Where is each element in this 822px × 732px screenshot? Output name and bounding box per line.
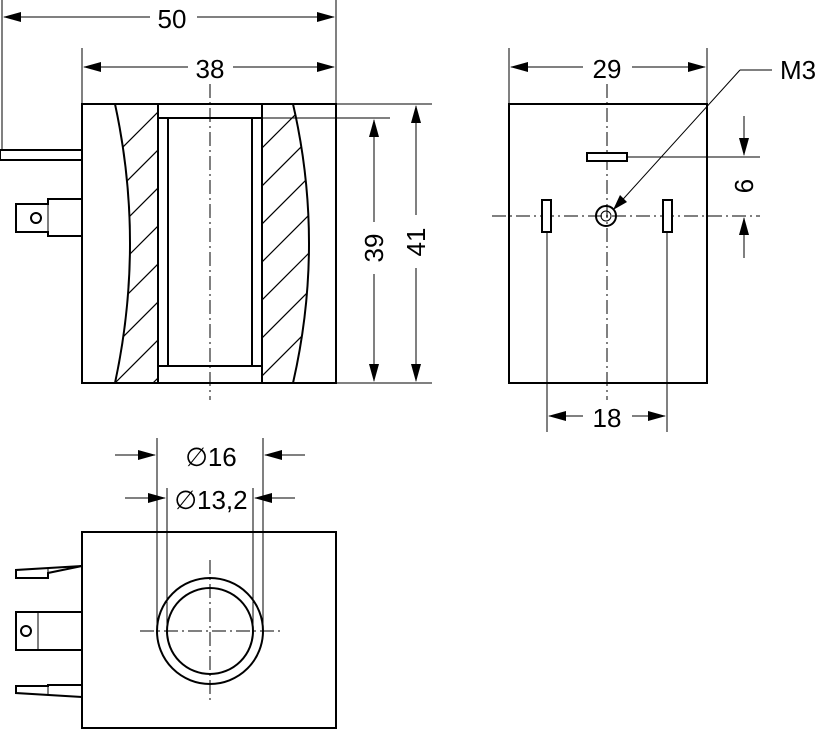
dim-side-width: 29 [593, 54, 622, 84]
dim-height-inner: 39 [359, 234, 389, 263]
middle-terminal [15, 611, 82, 651]
coil-body-side [508, 103, 708, 384]
coil-body-front [81, 103, 337, 384]
left-pin-slot [541, 199, 552, 233]
upper-pin-slot [586, 152, 628, 162]
terminal-hole [30, 212, 42, 224]
dim-outer-diameter: ∅16 [185, 442, 237, 472]
top-terminal [15, 565, 83, 579]
bottom-terminal [15, 684, 83, 698]
dim-height-total: 41 [401, 228, 431, 257]
wire-lead [0, 149, 83, 161]
side-view: M3 29 9 18 [492, 48, 816, 433]
m3-thread-inner [600, 210, 612, 222]
dim-inner-diameter: ∅13,2 [174, 485, 247, 515]
dim-pin-spacing: 18 [593, 403, 622, 433]
hatch-left [115, 104, 158, 383]
middle-terminal-hole [20, 625, 32, 637]
thread-label: M3 [780, 55, 816, 85]
m3-thread-outer [595, 205, 617, 227]
break-line-right [292, 103, 310, 384]
coil-body-top [81, 531, 337, 729]
dim-body-width: 38 [196, 54, 225, 84]
spade-terminal [15, 198, 82, 237]
dim-offset: 9 [729, 179, 759, 193]
right-pin-slot [662, 199, 673, 233]
front-section-view: 50 38 39 41 [0, 0, 432, 400]
top-view: ∅16 ∅13,2 [15, 438, 337, 729]
break-line-left [114, 103, 131, 384]
dim-overall-length: 50 [158, 4, 187, 34]
